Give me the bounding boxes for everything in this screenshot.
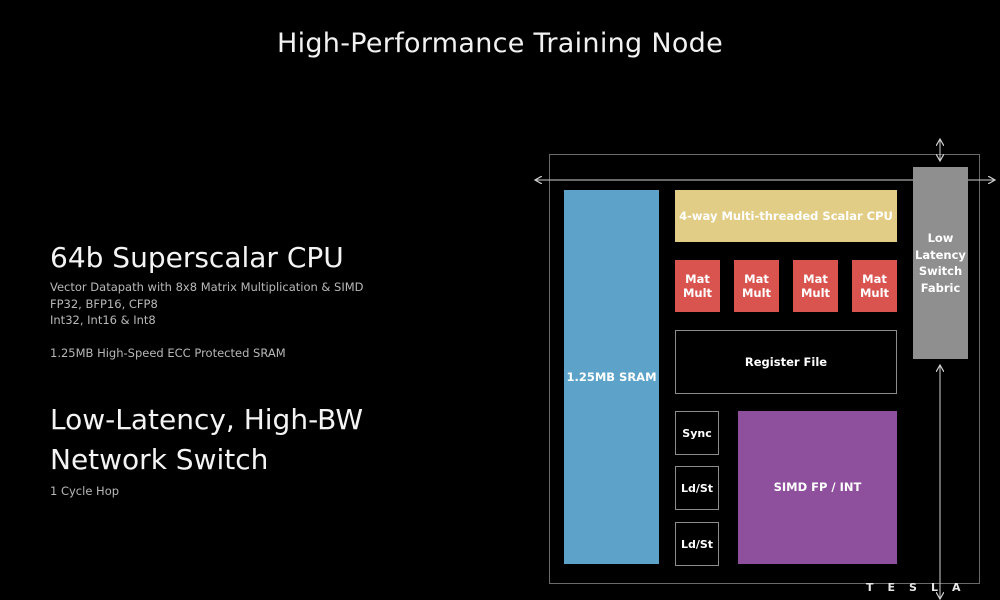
sram-block: 1.25MB SRAM [564,190,659,564]
node-frame [549,154,980,584]
switch-fabric-label: Fabric [920,280,961,295]
network-detail: 1 Cycle Hop [50,484,120,498]
register-file-block: Register File [675,330,897,394]
page-title: High-Performance Training Node [276,28,724,59]
scalar-cpu-block: 4-way Multi-threaded Scalar CPU [675,190,897,242]
mat-mult-label: Mat [685,272,710,286]
mat-mult-label: Mat [803,272,828,286]
switch-fabric-label: Low [927,231,954,245]
simd-block: SIMD FP / INT [738,411,897,564]
cpu-detail-line: Vector Datapath with 8x8 Matrix Multipli… [50,280,364,294]
mat-mult-label: Mult [800,286,831,300]
cpu-details: Vector Datapath with 8x8 Matrix Multipli… [50,279,364,329]
switch-fabric-label: Latency [915,247,966,262]
network-heading: Low-Latency, High-BW Network Switch [50,400,363,480]
mat-mult-label: Mat [744,272,769,286]
ldst-block: Ld/St [675,522,719,566]
network-heading-line1: Low-Latency, High-BW [50,403,364,436]
sync-block: Sync [675,411,719,455]
cpu-heading: 64b Superscalar CPU [50,241,344,274]
tesla-logo: TESLA [866,581,975,594]
mat-mult-label: Mult [682,286,713,300]
cpu-detail-line: Int32, Int16 & Int8 [50,313,156,327]
mat-mult-label: Mult [741,286,772,300]
mat-mult-label: Mult [859,286,890,300]
network-heading-line2: Network Switch [50,443,269,476]
sram-detail: 1.25MB High-Speed ECC Protected SRAM [50,346,286,360]
switch-fabric-label: Switch [918,264,963,278]
ldst-block: Ld/St [675,466,719,510]
cpu-detail-line: FP32, BFP16, CFP8 [50,296,158,311]
mat-mult-label: Mat [862,272,887,286]
switch-fabric-block: Low Latency Switch Fabric [913,167,968,359]
